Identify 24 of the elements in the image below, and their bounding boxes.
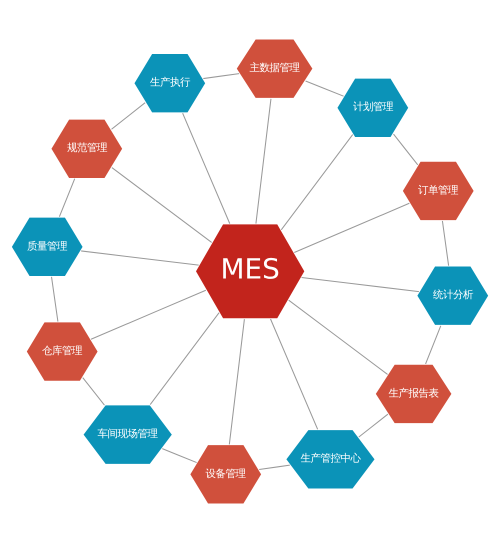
connector [112, 167, 212, 243]
connector [425, 326, 442, 364]
connector [442, 220, 450, 266]
connector [358, 414, 388, 438]
connector [182, 113, 230, 224]
connector [288, 300, 388, 375]
connector [90, 290, 206, 340]
connector [228, 319, 245, 444]
connector [301, 276, 419, 292]
connector [162, 448, 197, 464]
connector [150, 312, 220, 405]
connector [270, 318, 318, 430]
connector [280, 134, 354, 230]
connector [82, 377, 105, 406]
connector [51, 276, 58, 322]
connector [393, 134, 418, 166]
connector [111, 102, 146, 130]
connector [58, 178, 76, 217]
connector [259, 464, 290, 470]
connector [305, 80, 344, 97]
connector [203, 73, 240, 80]
connector [294, 202, 410, 253]
connector [255, 98, 272, 224]
connector [81, 250, 199, 266]
